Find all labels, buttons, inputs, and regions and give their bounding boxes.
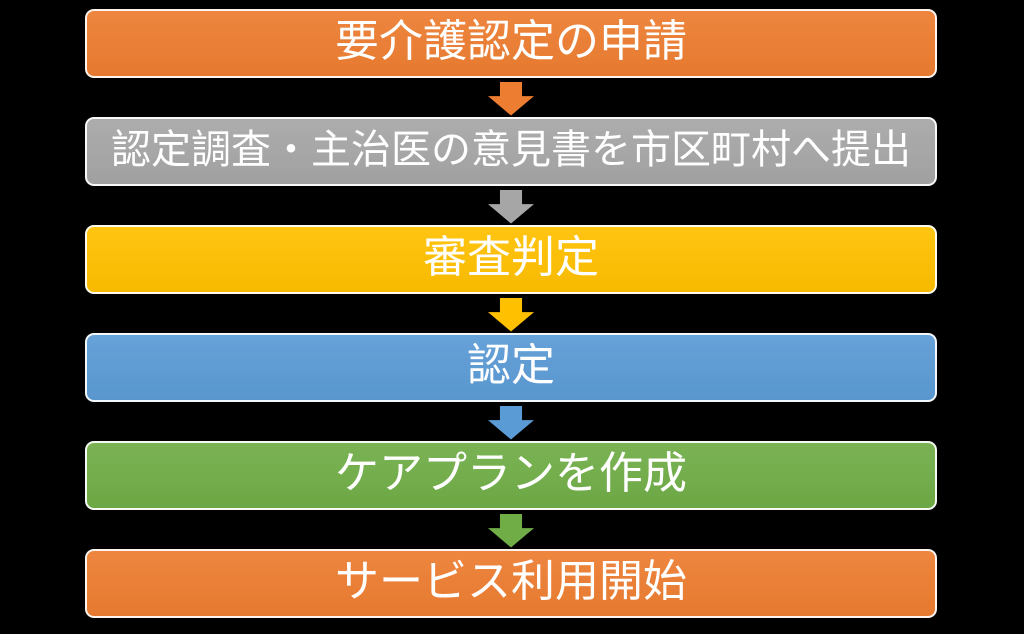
flow-step: 認定調査・主治医の意見書を市区町村へ提出 bbox=[85, 117, 937, 225]
down-arrow-icon bbox=[488, 81, 534, 116]
flow-step-bar: ケアプランを作成 bbox=[85, 441, 937, 510]
flow-step-label: 要介護認定の申請 bbox=[335, 16, 687, 66]
flow-step-bar: 要介護認定の申請 bbox=[85, 9, 937, 78]
flow-step-bar: 審査判定 bbox=[85, 225, 937, 294]
flow-step: サービス利用開始 bbox=[85, 549, 937, 618]
flow-step: 審査判定 bbox=[85, 225, 937, 333]
flow-step-label: 認定調査・主治医の意見書を市区町村へ提出 bbox=[111, 126, 911, 172]
flow-connector bbox=[85, 294, 937, 333]
flow-connector bbox=[85, 510, 937, 549]
flow-step-label: 審査判定 bbox=[423, 232, 599, 282]
flow-step-bar: 認定 bbox=[85, 333, 937, 402]
flow-step-label: ケアプランを作成 bbox=[335, 448, 687, 498]
down-arrow-icon bbox=[488, 405, 534, 440]
flow-step: ケアプランを作成 bbox=[85, 441, 937, 549]
process-flowchart: 要介護認定の申請 認定調査・主治医の意見書を市区町村へ提出 審査判定 認定 ケア bbox=[85, 9, 937, 618]
flow-connector bbox=[85, 186, 937, 225]
flow-connector bbox=[85, 402, 937, 441]
flow-step-bar: サービス利用開始 bbox=[85, 549, 937, 618]
flow-step: 認定 bbox=[85, 333, 937, 441]
down-arrow-icon bbox=[488, 297, 534, 332]
flow-step-label: 認定 bbox=[467, 340, 555, 390]
flow-step-label: サービス利用開始 bbox=[335, 556, 687, 606]
flow-connector bbox=[85, 78, 937, 117]
flow-step-bar: 認定調査・主治医の意見書を市区町村へ提出 bbox=[85, 117, 937, 186]
down-arrow-icon bbox=[488, 513, 534, 548]
down-arrow-icon bbox=[488, 189, 534, 224]
flow-step: 要介護認定の申請 bbox=[85, 9, 937, 117]
